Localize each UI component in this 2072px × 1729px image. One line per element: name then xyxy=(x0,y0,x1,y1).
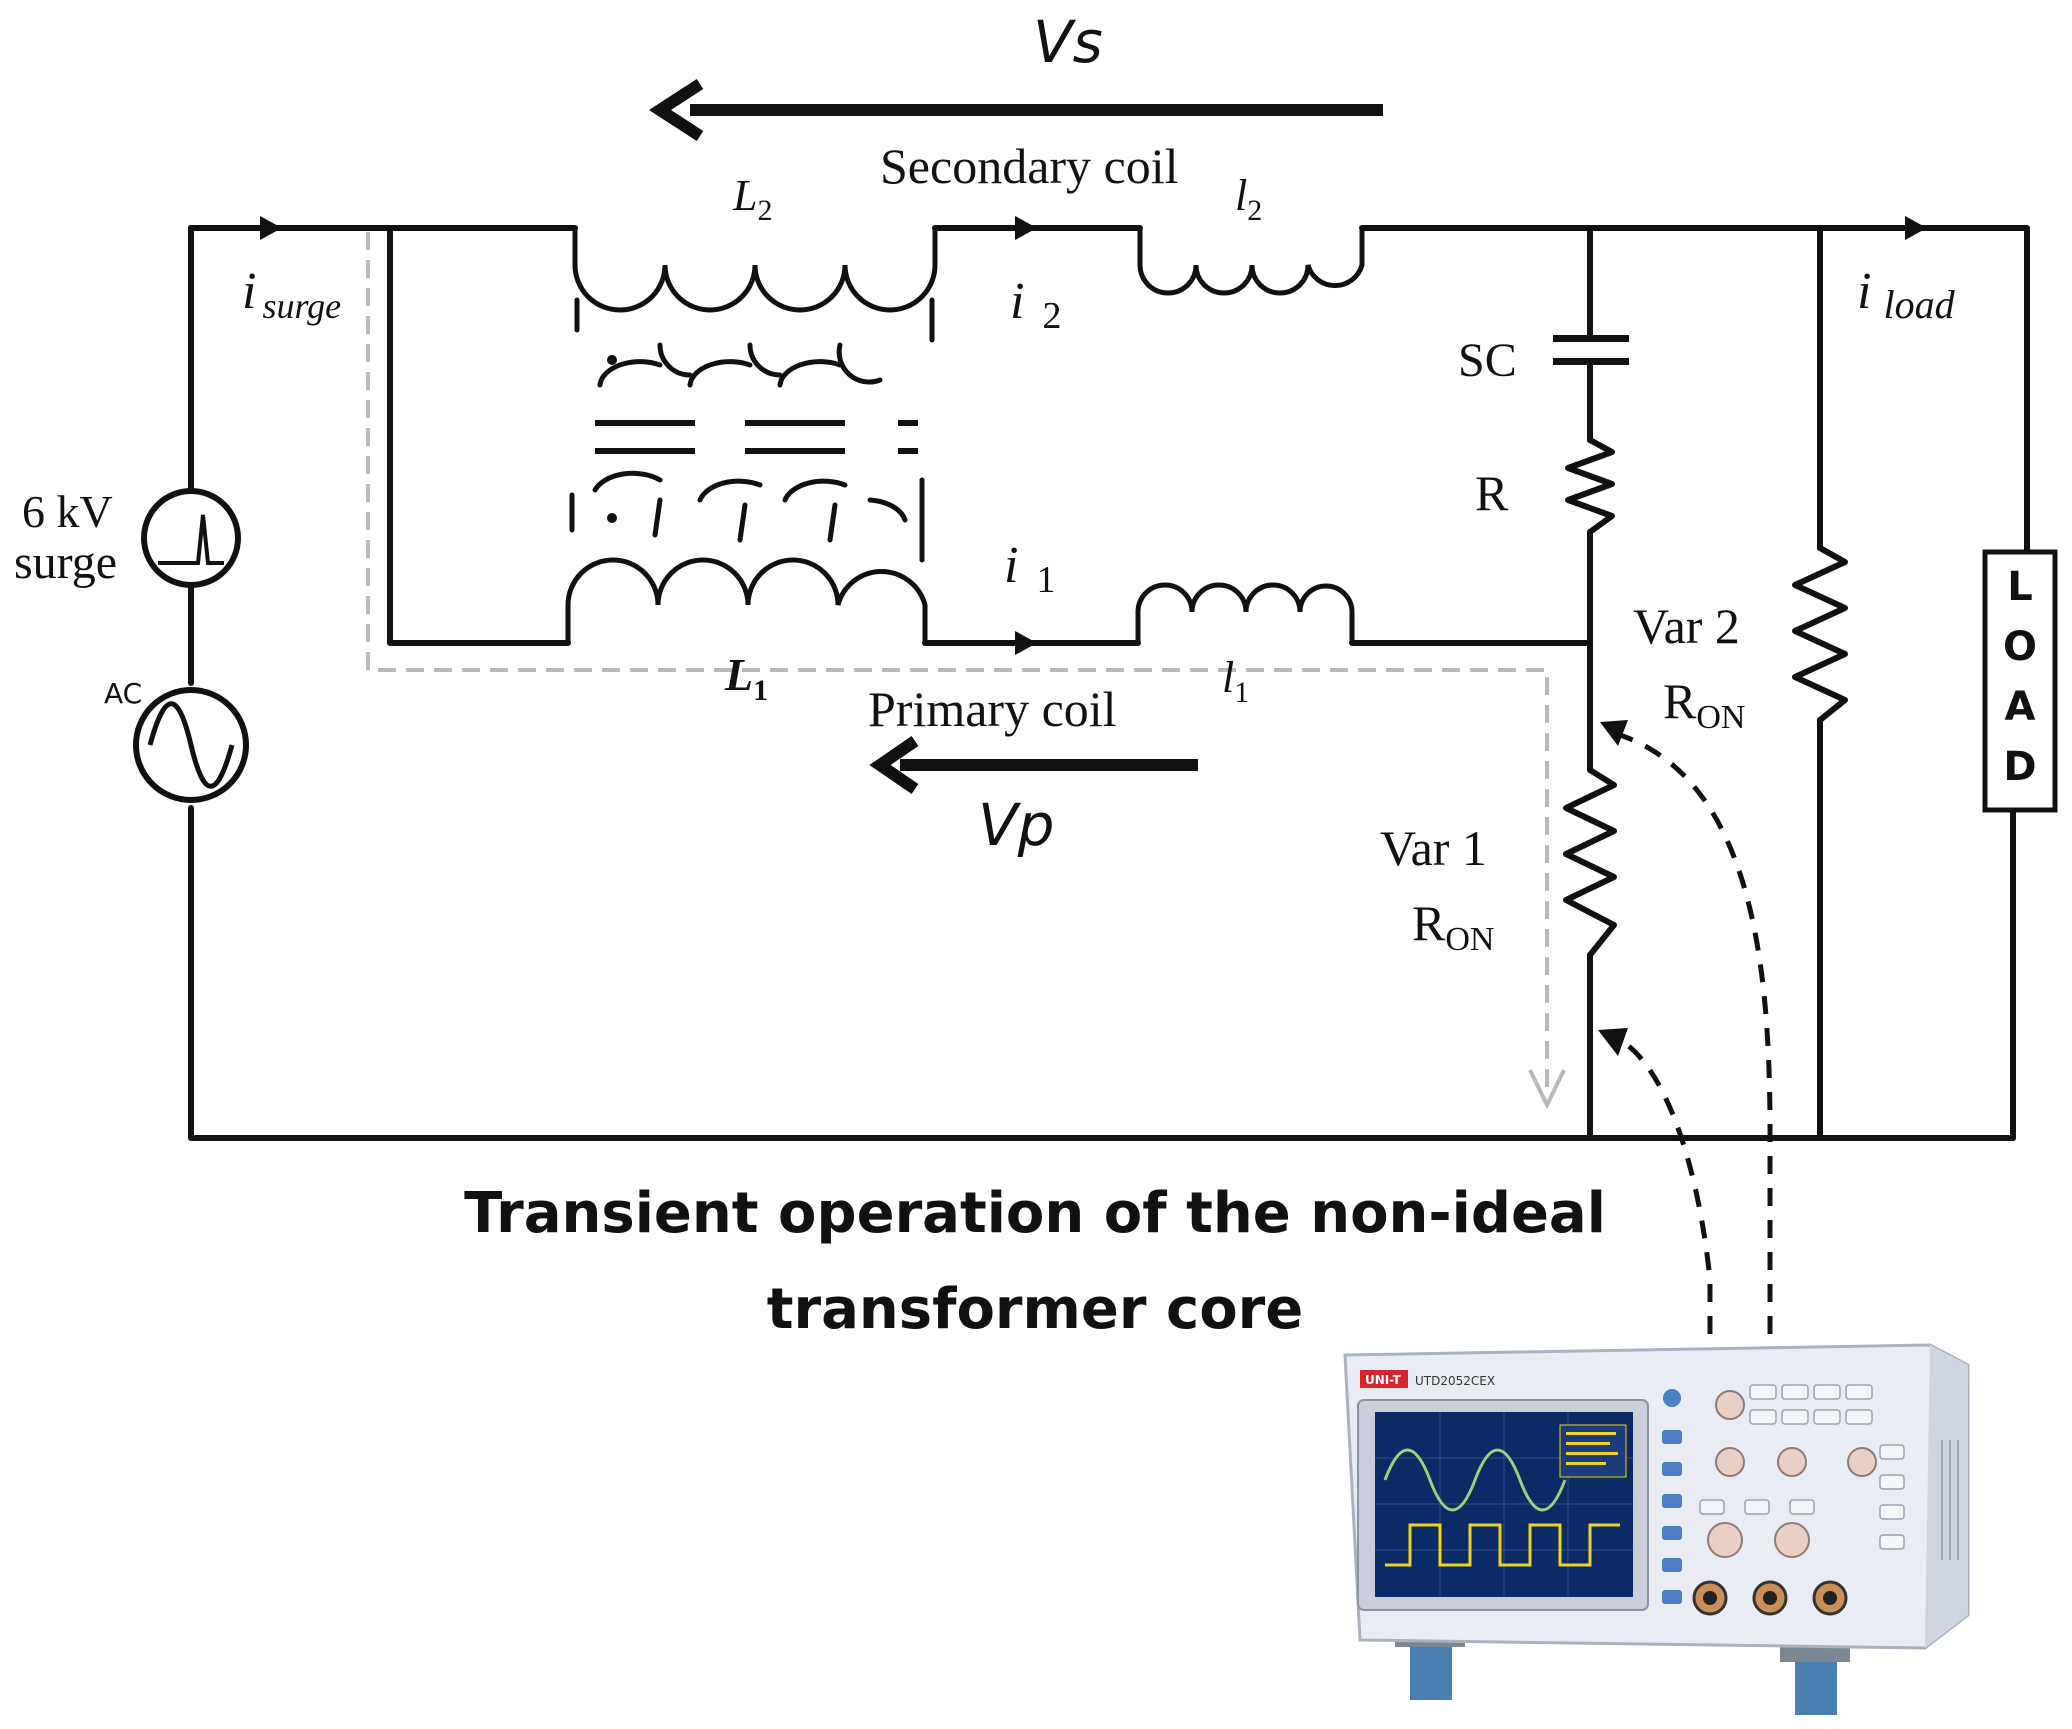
primary-winding-L1 xyxy=(565,557,928,646)
varistor-1 xyxy=(1563,767,1617,958)
r-label: R xyxy=(1475,465,1509,521)
current-arrows xyxy=(260,216,1927,655)
L1-label: L1 xyxy=(724,649,768,707)
scope-control-buttons xyxy=(1699,1384,1905,1550)
sc-label: SC xyxy=(1458,334,1517,387)
var2-ron-label: RON xyxy=(1663,673,1745,736)
ac-label: AC xyxy=(104,677,142,710)
scope-input-connectors xyxy=(1692,1580,1848,1616)
svg-text:O: O xyxy=(2003,624,2037,670)
var1-ron-label: RON xyxy=(1412,895,1494,958)
leakage-inductor-l2 xyxy=(1137,225,1365,296)
varistor-2 xyxy=(1792,545,1848,723)
primary-coil-label: Primary coil xyxy=(868,681,1117,737)
svg-text:A: A xyxy=(2005,684,2036,730)
secondary-winding-L2 xyxy=(572,225,938,313)
main-wires xyxy=(188,225,2030,1141)
ac-sine-icon xyxy=(147,701,235,789)
vs-arrow xyxy=(648,78,1383,142)
vp-label: Vp xyxy=(978,791,1055,859)
scope-knobs xyxy=(1707,1390,1877,1558)
var1-label: Var 1 xyxy=(1380,820,1487,876)
secondary-coil-label: Secondary coil xyxy=(880,138,1179,194)
scope-brand-badge xyxy=(1360,1370,1408,1388)
vs-label: Vs xyxy=(1033,8,1103,76)
load-box xyxy=(1982,549,2058,813)
vp-arrow xyxy=(869,736,1198,794)
caption-line-2: transformer core xyxy=(767,1277,1304,1342)
secondary-polarity-dot xyxy=(607,355,617,365)
svg-text:L: L xyxy=(2007,564,2033,610)
svg-text:D: D xyxy=(2003,744,2036,790)
scope-brand: UNI-T xyxy=(1365,1373,1401,1387)
scope-square-trace xyxy=(1385,1523,1620,1567)
capacitor-sc xyxy=(1553,335,1629,365)
primary-flux-lines xyxy=(569,470,925,563)
surge-pulse-icon xyxy=(158,514,224,565)
scope-sine-trace xyxy=(1383,1448,1567,1512)
probe-leads xyxy=(1598,720,1773,1398)
i2-arrow xyxy=(1015,216,1037,240)
surge-source xyxy=(141,488,241,588)
transformer xyxy=(565,225,938,646)
surge-source-label-1: 6 kV xyxy=(22,486,113,537)
scope-side-buttons xyxy=(1662,1389,1682,1604)
resistor-r xyxy=(1565,437,1615,535)
load-label: L O A D xyxy=(2003,564,2037,790)
iload-arrow xyxy=(1905,216,1927,240)
primary-polarity-dot xyxy=(607,513,617,523)
surge-current-arrow xyxy=(260,216,282,240)
caption-line-1: Transient operation of the non-ideal xyxy=(464,1181,1606,1246)
surge-current-path xyxy=(366,232,1566,1110)
L2-label: L2 xyxy=(732,171,772,227)
surge-source-label-2: surge xyxy=(14,536,117,589)
transformer-core xyxy=(595,420,918,454)
secondary-flux-lines xyxy=(574,297,935,388)
leakage-inductor-l1 xyxy=(1135,582,1355,646)
oscilloscope: UNI-T UTD2052CEX xyxy=(1343,1343,1970,1715)
i1-arrow xyxy=(1015,631,1037,655)
var2-label: Var 2 xyxy=(1633,598,1740,654)
l2-label: l2 xyxy=(1235,171,1262,227)
l1-label: l1 xyxy=(1222,653,1249,709)
scope-model: UTD2052CEX xyxy=(1415,1374,1495,1388)
